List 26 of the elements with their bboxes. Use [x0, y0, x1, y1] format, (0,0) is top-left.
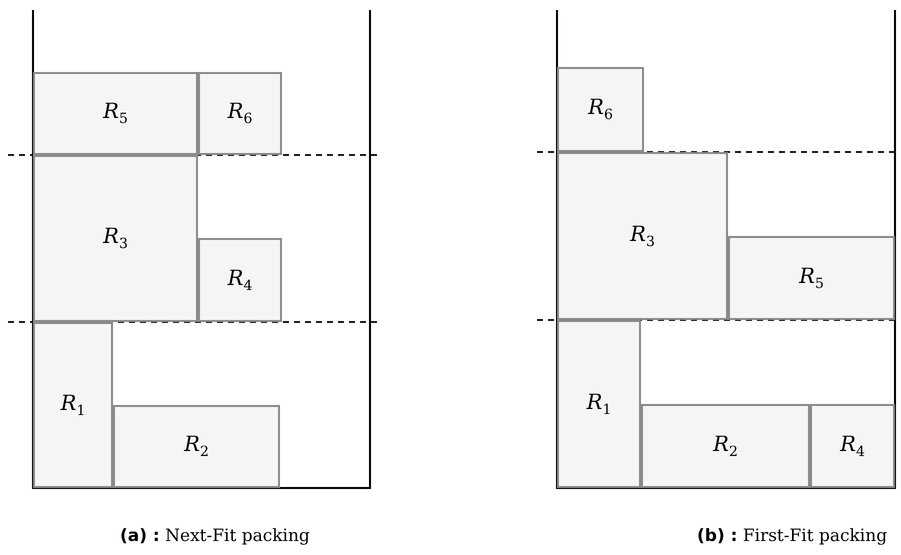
- packed-rectangle: [33, 322, 113, 488]
- subfigure-caption: (b) : First-Fit packing: [697, 526, 888, 546]
- packed-rectangle: [557, 67, 644, 152]
- packed-rectangle: [557, 320, 641, 488]
- rectangle-label: R$_{4}$: [840, 432, 865, 460]
- rectangle-label: R$_{6}$: [228, 99, 252, 128]
- rectangle-label: R$_{1}$: [586, 390, 612, 418]
- rectangle-label: R$_{4}$: [228, 266, 252, 294]
- rectangle-label: R$_{3}$: [630, 222, 655, 250]
- rectangle-label: R$_{5}$: [799, 264, 824, 292]
- rectangle-label: R$_{5}$: [103, 99, 128, 128]
- packed-rectangle: [198, 238, 282, 322]
- packed-rectangle: [198, 72, 282, 155]
- packed-rectangle: [810, 404, 895, 488]
- rectangle-label: R$_{2}$: [713, 432, 738, 460]
- packed-rectangle: [557, 152, 728, 320]
- subfigure-caption: (a) : Next-Fit packing: [120, 526, 310, 546]
- packed-rectangle: [33, 72, 198, 155]
- packed-rectangle: [33, 155, 198, 322]
- packed-rectangle: [641, 404, 810, 488]
- rectangle-label: R$_{3}$: [103, 224, 128, 253]
- packed-rectangle: [728, 236, 895, 320]
- packed-rectangle: [113, 405, 280, 488]
- rectangle-label: R$_{1}$: [60, 390, 86, 420]
- rectangle-label: R$_{6}$: [588, 95, 613, 124]
- rectangle-label: R$_{2}$: [184, 432, 209, 461]
